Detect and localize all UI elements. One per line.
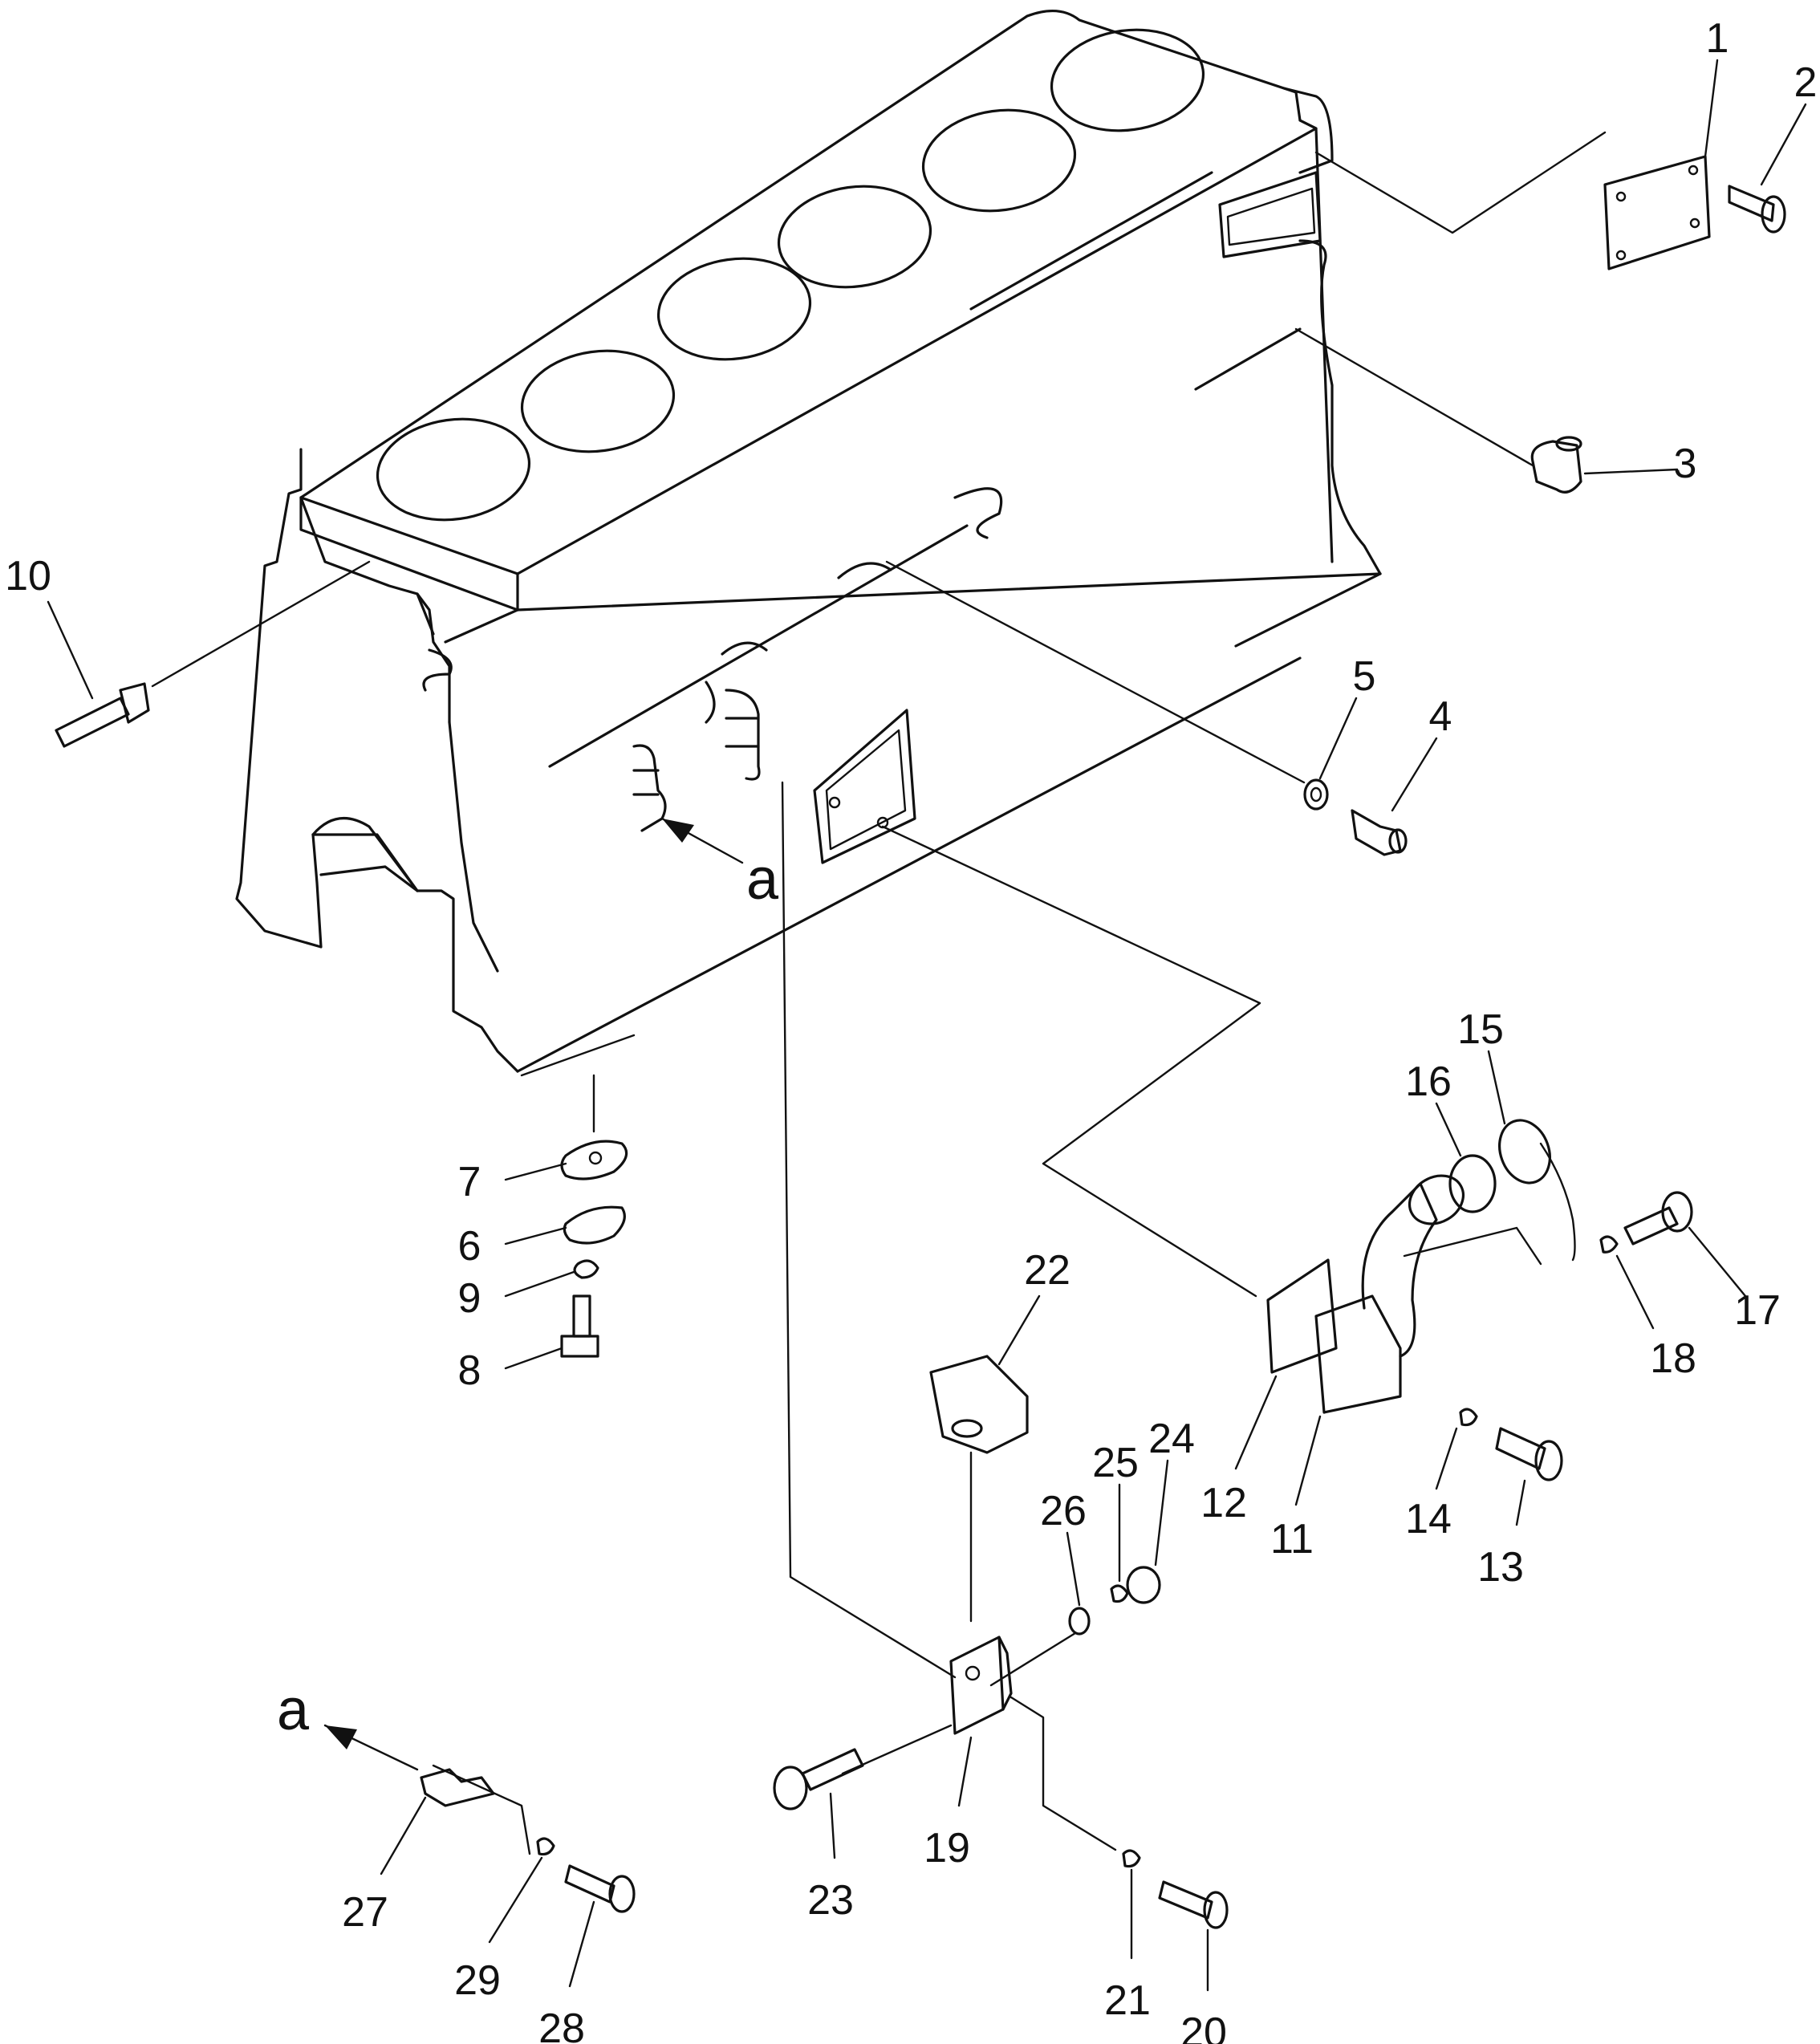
part-26-washer [1068,1607,1091,1636]
leader-line-10 [47,600,94,700]
leader-line-9 [504,1270,575,1298]
part-callout-23: 23 [807,1877,854,1924]
part-callout-9: 9 [458,1275,481,1322]
leader-line-29 [488,1856,543,1944]
leader-line-27 [380,1796,427,1875]
part-29-washer [536,1837,555,1856]
view-a-arrow-block: a [660,817,779,912]
part-callout-4: 4 [1429,693,1452,740]
part-callout-6: 6 [458,1223,481,1270]
part-16-o-ring [1448,1154,1497,1213]
leader-line-5 [1318,697,1358,780]
part-12-gasket [1266,1258,1338,1374]
leader-line-13 [1515,1479,1526,1526]
leader-line-8 [504,1347,563,1370]
leader-line-23 [829,1792,836,1859]
part-1-cover-plate [1603,155,1711,270]
part-25-washer [1110,1584,1129,1603]
leader-line-3 [1583,468,1679,475]
part-callout-3: 3 [1674,441,1697,487]
leader-line-1 [1704,59,1719,158]
part-callout-20: 20 [1180,2009,1227,2044]
part-8-bolt [560,1294,599,1358]
part-callout-28: 28 [538,2005,585,2044]
view-a-label-clip: a [277,1678,310,1742]
leader-line-15 [1487,1050,1506,1125]
part-3-elbow [1530,436,1582,494]
leader-line-19 [957,1736,973,1807]
part-callout-13: 13 [1477,1544,1524,1591]
part-callout-11: 11 [1270,1516,1314,1562]
part-2-bolt [1728,185,1786,234]
leader-line-14 [1435,1427,1458,1490]
callout-labels: 1234567891011121314151617181920212223242… [5,15,1817,2044]
part-14-washer [1459,1408,1478,1427]
leader-line-26 [1066,1531,1081,1607]
part-callout-25: 25 [1092,1440,1139,1486]
part-callout-19: 19 [924,1825,970,1871]
part-13-bolt [1495,1427,1563,1481]
leader-line-7 [504,1162,567,1181]
leader-line-6 [504,1226,567,1245]
part-callout-12: 12 [1200,1480,1247,1526]
assembly-lines [151,131,1607,1855]
leader-line-12 [1234,1375,1278,1470]
part-23-bolt [773,1748,864,1810]
part-6-cover [563,1205,626,1245]
part-20-bolt [1158,1880,1229,1929]
part-callout-16: 16 [1405,1059,1452,1105]
leader-line-4 [1391,737,1438,812]
part-18-washer [1599,1235,1619,1254]
part-19-bracket [949,1636,1013,1735]
leader-line-17 [1688,1226,1747,1298]
part-callout-26: 26 [1040,1488,1087,1534]
view-a-label-block: a [746,847,779,912]
part-callout-24: 24 [1148,1416,1195,1462]
leader-line-18 [1615,1254,1655,1330]
leader-line-16 [1435,1102,1462,1157]
part-10-stud [55,682,150,748]
view-a-arrow-clip: a [277,1678,419,1771]
leader-line-2 [1760,103,1807,186]
part-9-washer [573,1259,599,1279]
part-27-clip [420,1768,495,1807]
part-callout-7: 7 [458,1159,481,1205]
part-24-nut [1126,1566,1161,1604]
part-callout-29: 29 [454,1957,501,2004]
part-callout-18: 18 [1650,1335,1696,1382]
part-15-cap [1498,1119,1576,1262]
part-21-washer [1122,1849,1141,1868]
callout-leaders [47,59,1807,1992]
part-17-bolt [1623,1191,1693,1245]
part-22-mount [929,1355,1029,1454]
part-11-flange [1314,1174,1465,1414]
leader-line-28 [568,1900,595,1988]
part-4-plug [1351,809,1408,856]
leader-line-24 [1154,1459,1169,1567]
part-callout-5: 5 [1353,653,1376,700]
part-28-bolt [564,1864,636,1913]
part-callout-2: 2 [1794,59,1818,106]
part-5-washer [1303,778,1329,811]
leader-line-22 [997,1294,1041,1366]
part-7-gasket [560,1140,628,1180]
part-callout-14: 14 [1405,1496,1452,1542]
part-callout-21: 21 [1104,1977,1151,2024]
leader-line-11 [1294,1415,1322,1506]
part-callout-15: 15 [1457,1006,1504,1053]
cylinder-block [235,9,1382,1077]
part-callout-8: 8 [458,1347,481,1394]
part-callout-17: 17 [1734,1287,1781,1334]
part-callout-10: 10 [5,553,51,599]
part-callout-1: 1 [1706,15,1729,62]
part-callout-27: 27 [342,1889,388,1936]
part-callout-22: 22 [1024,1247,1070,1294]
